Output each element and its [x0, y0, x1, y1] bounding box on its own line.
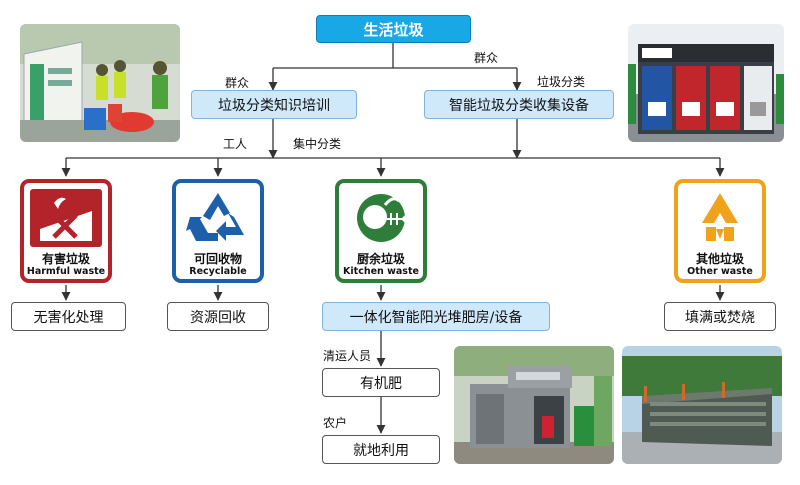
root-node: 生活垃圾 — [316, 15, 471, 43]
compost-facility-photo — [622, 346, 782, 464]
fish-bone-icon — [345, 189, 417, 247]
training-node: 垃圾分类知识培训 — [191, 90, 357, 119]
farmer-edge-label: 农户 — [323, 416, 348, 430]
centralized-edge-label: 集中分类 — [293, 137, 342, 151]
recycle-icon — [182, 189, 254, 247]
left-edge-label: 群众 — [225, 76, 250, 90]
sign-title: 厨余垃圾 — [356, 252, 405, 266]
sign-recyclable: 可回收物 Recyclable — [172, 179, 264, 283]
smart-bin-photo — [628, 24, 784, 142]
sign-other-waste: 其他垃圾 Other waste — [674, 179, 766, 283]
result-landfill-incinerate: 填满或焚烧 — [664, 302, 776, 331]
sign-subtitle: Recyclable — [189, 266, 247, 277]
training-photo — [20, 24, 180, 142]
right-edge-label: 群众 — [474, 51, 499, 65]
worker-edge-label: 工人 — [223, 137, 248, 151]
battery-mercury-icon — [30, 189, 102, 247]
cleaner-edge-label: 清运人员 — [323, 349, 372, 363]
other-waste-icon — [684, 189, 756, 247]
sign-harmful-waste: 有害垃圾 Harmful waste — [20, 179, 112, 283]
sign-title: 其他垃圾 — [695, 252, 744, 266]
local-use-node: 就地利用 — [322, 435, 440, 464]
compost-house-photo — [454, 346, 614, 464]
sign-kitchen-waste: 厨余垃圾 Kitchen waste — [335, 179, 427, 283]
sign-subtitle: Other waste — [687, 266, 753, 277]
result-harmless-treatment: 无害化处理 — [11, 302, 126, 331]
smart-equipment-node: 智能垃圾分类收集设备 — [424, 90, 614, 119]
sign-subtitle: Harmful waste — [26, 266, 106, 277]
result-compost-house: 一体化智能阳光堆肥房/设备 — [322, 302, 550, 331]
sort-edge-label: 垃圾分类 — [537, 75, 586, 89]
result-resource-recovery: 资源回收 — [167, 302, 269, 331]
sign-subtitle: Kitchen waste — [343, 266, 419, 277]
sign-title: 有害垃圾 — [41, 252, 90, 266]
sign-title: 可回收物 — [193, 252, 242, 266]
organic-fertilizer-node: 有机肥 — [322, 368, 440, 397]
